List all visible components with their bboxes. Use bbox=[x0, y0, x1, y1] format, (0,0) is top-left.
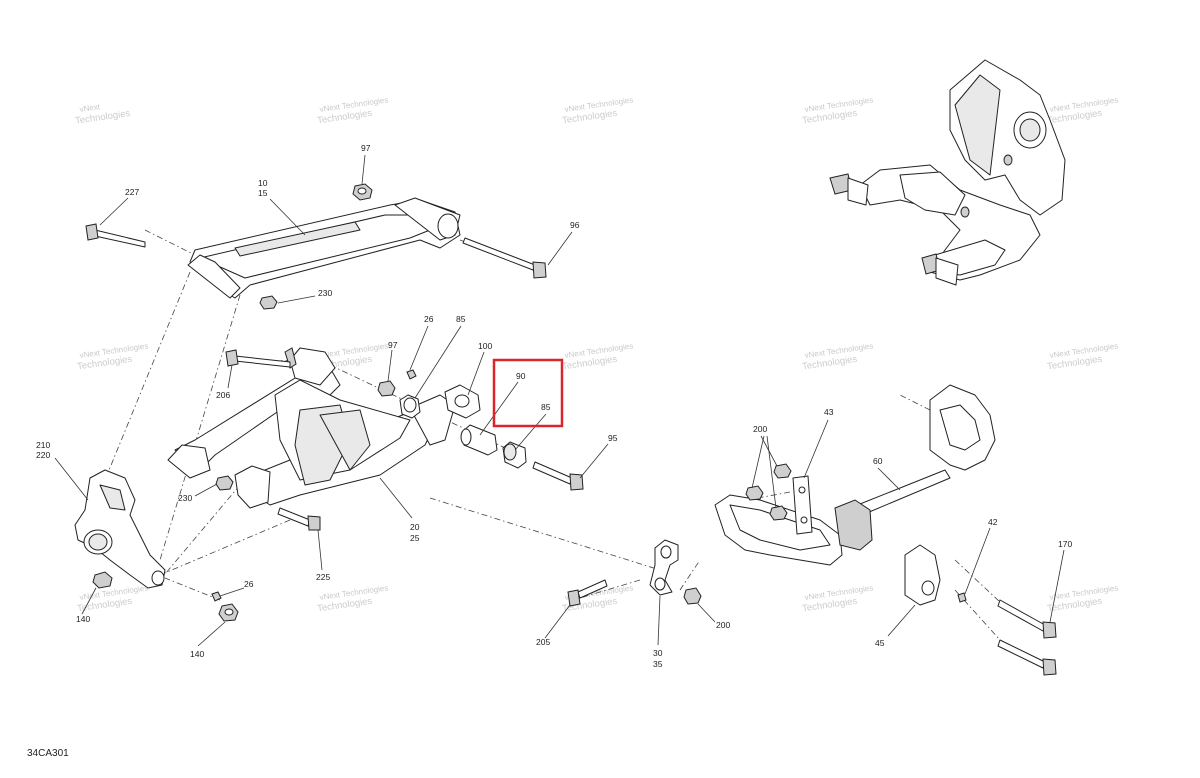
label-220: 220 bbox=[36, 450, 50, 460]
bolt-205 bbox=[567, 579, 608, 607]
fitting-26 bbox=[406, 369, 417, 380]
leader-lines bbox=[54, 154, 1065, 647]
lower-a-arm bbox=[167, 347, 456, 509]
bushing-85-top bbox=[399, 394, 421, 419]
part-labels: 97 227 10 15 96 230 26 85 97 100 90 85 2… bbox=[36, 143, 1072, 669]
bushing-45 bbox=[834, 499, 941, 606]
bushing-85 bbox=[502, 441, 527, 469]
link-30-35 bbox=[649, 539, 679, 596]
label-43: 43 bbox=[824, 407, 834, 417]
label-60: 60 bbox=[873, 456, 883, 466]
label-20: 20 bbox=[410, 522, 420, 532]
sleeve-90 bbox=[460, 424, 498, 456]
label-26: 26 bbox=[244, 579, 254, 589]
nut-97-top bbox=[352, 183, 373, 201]
nut-140-left bbox=[92, 571, 113, 589]
label-200: 200 bbox=[753, 424, 767, 434]
nut-230-top bbox=[259, 295, 278, 310]
label-90: 90 bbox=[516, 371, 526, 381]
label-206: 206 bbox=[216, 390, 230, 400]
label-210: 210 bbox=[36, 440, 50, 450]
label-100: 100 bbox=[478, 341, 492, 351]
bracket-43 bbox=[792, 475, 813, 535]
watermark-text: vNext bbox=[79, 102, 101, 114]
label-85: 85 bbox=[456, 314, 466, 324]
upper-a-arm bbox=[187, 197, 461, 299]
bolt-95 bbox=[532, 461, 584, 491]
pin-42 bbox=[957, 592, 967, 603]
label-227: 227 bbox=[125, 187, 139, 197]
bolt-206 bbox=[225, 349, 291, 368]
bolts-170 bbox=[997, 599, 1057, 676]
label-42: 42 bbox=[988, 517, 998, 527]
label-97: 97 bbox=[361, 143, 371, 153]
label-225: 225 bbox=[316, 572, 330, 582]
label-15: 15 bbox=[258, 188, 268, 198]
nut-230-mid bbox=[215, 475, 234, 491]
label-30: 30 bbox=[653, 648, 663, 658]
sway-bar-60 bbox=[714, 384, 996, 566]
label-35: 35 bbox=[653, 659, 663, 669]
bolt-225 bbox=[277, 507, 321, 531]
label-25: 25 bbox=[410, 533, 420, 543]
label-140: 140 bbox=[190, 649, 204, 659]
label-140: 140 bbox=[76, 614, 90, 624]
bolt-96 bbox=[462, 237, 547, 279]
label-200: 200 bbox=[716, 620, 730, 630]
label-205: 205 bbox=[536, 637, 550, 647]
label-95: 95 bbox=[608, 433, 618, 443]
diagram-code: 34CA301 bbox=[27, 748, 69, 759]
fitting-26-low bbox=[211, 591, 222, 602]
bolt-227 bbox=[85, 223, 146, 248]
nuts-200 bbox=[745, 463, 792, 521]
label-97: 97 bbox=[388, 340, 398, 350]
label-10: 10 bbox=[258, 178, 268, 188]
assembly-lines bbox=[104, 229, 1001, 641]
label-96: 96 bbox=[570, 220, 580, 230]
label-230: 230 bbox=[178, 493, 192, 503]
label-85: 85 bbox=[541, 402, 551, 412]
highlight-box bbox=[492, 358, 564, 428]
label-170: 170 bbox=[1058, 539, 1072, 549]
knuckle-210-220 bbox=[74, 469, 166, 589]
assembled-view bbox=[829, 59, 1066, 286]
nut-200-low bbox=[683, 587, 702, 605]
nut-97-mid bbox=[377, 380, 396, 397]
label-26: 26 bbox=[424, 314, 434, 324]
label-45: 45 bbox=[875, 638, 885, 648]
label-230: 230 bbox=[318, 288, 332, 298]
nut-140-bottom bbox=[218, 603, 239, 622]
bracket-100 bbox=[444, 384, 481, 419]
